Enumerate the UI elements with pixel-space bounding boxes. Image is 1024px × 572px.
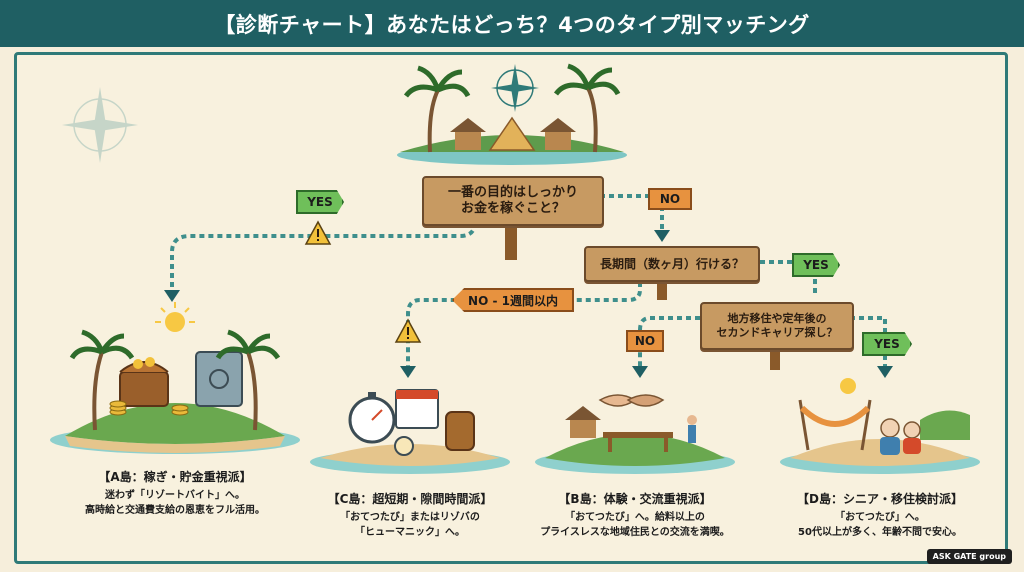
result-d-line1: 「おてつたび」へ。 bbox=[835, 512, 925, 523]
result-b-line2: プライスレスな地域住民との交流を満喫。 bbox=[540, 526, 730, 538]
result-a: 【A島：稼ぎ・貯金重視派】 迷わず「リゾートバイト」へ。 高時給と交通費支給の恩… bbox=[60, 468, 290, 518]
result-a-line1: 迷わず「リゾートバイト」へ。 bbox=[105, 490, 245, 501]
question-1-line1: 一番の目的はしっかり bbox=[447, 184, 578, 200]
result-b-title: 【B島：体験・交流重視派】 bbox=[558, 492, 712, 506]
branch-q3-no: NO bbox=[626, 330, 664, 352]
branch-q2-yes: YES bbox=[792, 253, 840, 277]
sign-posts bbox=[505, 222, 780, 370]
brand-logo: ASK GATE group bbox=[926, 549, 1012, 564]
island-a-illustration bbox=[50, 302, 300, 454]
header-bar: 【診断チャート】あなたはどっち？4つのタイプ別マッチング bbox=[0, 0, 1024, 47]
question-2-text: 長期間（数ヶ月）行ける？ bbox=[599, 256, 744, 271]
branch-q1-yes: YES bbox=[296, 190, 344, 214]
result-d-title: 【D島：シニア・移住検討派】 bbox=[797, 492, 963, 506]
question-sign-2: 長期間（数ヶ月）行ける？ bbox=[584, 246, 760, 282]
question-1-line2: お金を稼ぐこと？ bbox=[460, 201, 565, 216]
compass-rose-icon bbox=[62, 87, 138, 163]
result-a-line2: 高時給と交通費支給の恩恵をフル活用。 bbox=[85, 504, 265, 516]
branch-q3-yes: YES bbox=[862, 332, 912, 356]
island-c-illustration bbox=[310, 389, 510, 474]
island-d-illustration bbox=[780, 378, 980, 474]
result-b: 【B島：体験・交流重視派】 「おてつたび」へ。給料以上の プライスレスな地域住民… bbox=[520, 490, 750, 540]
result-d: 【D島：シニア・移住検討派】 「おてつたび」へ。 50代以上が多く、年齢不問で安… bbox=[770, 490, 990, 540]
result-c-line2: 「ヒューマニック」へ。 bbox=[355, 526, 465, 538]
result-c-title: 【C島：超短期・隙間時間派】 bbox=[327, 492, 493, 506]
compass-rose-icon bbox=[491, 64, 539, 112]
question-sign-1: 一番の目的はしっかり お金を稼ぐこと？ bbox=[422, 176, 604, 226]
result-d-line2: 50代以上が多く、年齢不問で安心。 bbox=[798, 526, 962, 538]
top-island-illustration bbox=[397, 63, 627, 165]
warning-icon bbox=[304, 220, 332, 245]
page-title: 【診断チャート】あなたはどっち？4つのタイプ別マッチング bbox=[214, 12, 810, 37]
question-3-line2: セカンドキャリア探し？ bbox=[716, 326, 838, 339]
arrowheads bbox=[164, 230, 893, 378]
question-3-line1: 地方移住や定年後の bbox=[727, 312, 827, 326]
question-sign-3: 地方移住や定年後の セカンドキャリア探し？ bbox=[700, 302, 854, 350]
result-c-line1: 「おてつたび」またはリゾバの bbox=[340, 512, 480, 523]
result-b-line1: 「おてつたび」へ。給料以上の bbox=[565, 512, 705, 523]
branch-q2-no: NO - 1週間以内 bbox=[452, 288, 574, 312]
result-a-title: 【A島：稼ぎ・貯金重視派】 bbox=[98, 470, 252, 484]
warning-icon bbox=[394, 318, 422, 343]
island-b-illustration bbox=[535, 394, 735, 474]
branch-q1-no: NO bbox=[648, 188, 692, 210]
result-c: 【C島：超短期・隙間時間派】 「おてつたび」またはリゾバの 「ヒューマニック」へ… bbox=[310, 490, 510, 540]
